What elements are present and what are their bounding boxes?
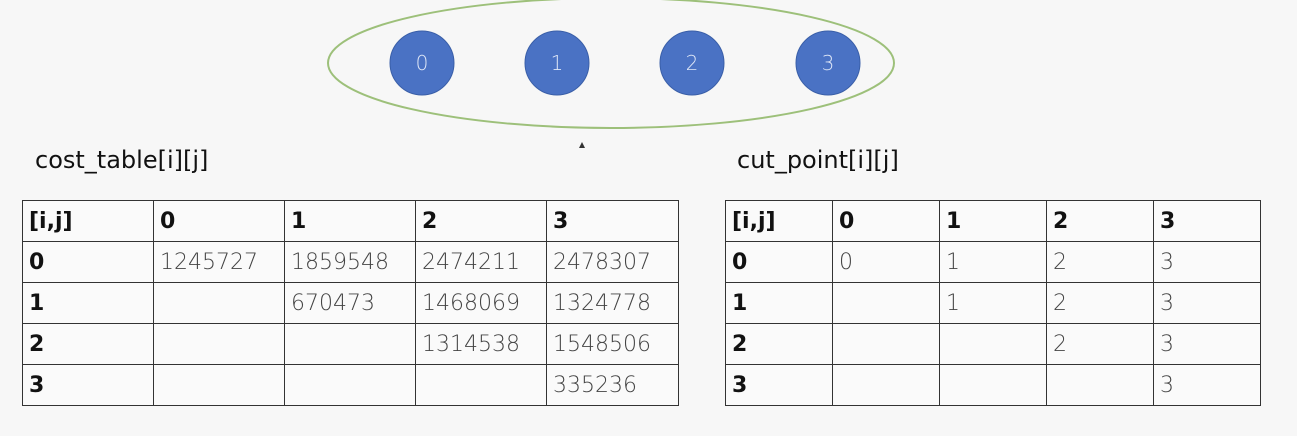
row-index-cell: 0 <box>22 241 154 283</box>
table-header-cell: 1 <box>939 200 1047 242</box>
table-cell <box>284 323 416 365</box>
table-header-cell: 0 <box>153 200 285 242</box>
node-label: 0 <box>416 51 429 75</box>
table-cell: 1245727 <box>153 241 285 283</box>
table-row: 2 1314538 1548506 <box>22 323 679 365</box>
node-label: 1 <box>551 51 564 75</box>
row-index-cell: 2 <box>22 323 154 365</box>
table-header-cell: 1 <box>284 200 416 242</box>
table-row: 0 0 1 2 3 <box>725 241 1261 283</box>
table-cell <box>153 364 285 406</box>
table-cell: 1548506 <box>546 323 679 365</box>
node-0: 0 <box>389 30 455 96</box>
cost-table: [i,j] 0 1 2 3 0 1245727 1859548 2474211 … <box>22 200 679 406</box>
row-index-cell: 1 <box>22 282 154 324</box>
row-index-cell: 3 <box>725 364 833 406</box>
table-cell: 1314538 <box>415 323 547 365</box>
node-label: 3 <box>822 51 835 75</box>
node-3: 3 <box>795 30 861 96</box>
table-cell <box>415 364 547 406</box>
cut-point-table: [i,j] 0 1 2 3 0 0 1 2 3 1 1 2 3 2 <box>725 200 1261 406</box>
table-cell: 670473 <box>284 282 416 324</box>
node-2: 2 <box>659 30 725 96</box>
table-row: 0 1245727 1859548 2474211 2478307 <box>22 241 679 283</box>
node-group-diagram: 0 1 2 3 <box>327 0 895 129</box>
table-cell: 335236 <box>546 364 679 406</box>
table-header-row: [i,j] 0 1 2 3 <box>725 200 1261 242</box>
table-row: 1 670473 1468069 1324778 <box>22 282 679 324</box>
table-cell: 1468069 <box>415 282 547 324</box>
table-cell: 3 <box>1153 282 1261 324</box>
table-row: 1 1 2 3 <box>725 282 1261 324</box>
table-row: 2 2 3 <box>725 323 1261 365</box>
table-header-cell: [i,j] <box>725 200 833 242</box>
row-index-cell: 3 <box>22 364 154 406</box>
table-header-cell: 2 <box>415 200 547 242</box>
table-cell <box>939 364 1047 406</box>
cut-point-title: cut_point[i][j] <box>737 146 899 174</box>
table-cell: 1 <box>939 241 1047 283</box>
table-cell <box>153 282 285 324</box>
table-header-cell: 3 <box>1153 200 1261 242</box>
node-1: 1 <box>524 30 590 96</box>
table-cell: 2 <box>1046 241 1154 283</box>
table-cell <box>1046 364 1154 406</box>
table-cell <box>939 323 1047 365</box>
table-cell <box>832 323 940 365</box>
table-header-cell: 2 <box>1046 200 1154 242</box>
cost-table-title: cost_table[i][j] <box>35 146 209 174</box>
table-cell: 1324778 <box>546 282 679 324</box>
row-index-cell: 0 <box>725 241 833 283</box>
table-cell: 1 <box>939 282 1047 324</box>
table-header-row: [i,j] 0 1 2 3 <box>22 200 679 242</box>
table-cell: 3 <box>1153 323 1261 365</box>
table-cell <box>284 364 416 406</box>
table-cell: 2 <box>1046 282 1154 324</box>
node-label: 2 <box>686 51 699 75</box>
row-index-cell: 1 <box>725 282 833 324</box>
table-cell: 1859548 <box>284 241 416 283</box>
table-cell: 0 <box>832 241 940 283</box>
table-cell: 2 <box>1046 323 1154 365</box>
table-cell <box>832 364 940 406</box>
table-header-cell: 0 <box>832 200 940 242</box>
table-row: 3 335236 <box>22 364 679 406</box>
table-cell <box>832 282 940 324</box>
table-cell: 2478307 <box>546 241 679 283</box>
group-ellipse <box>327 0 895 129</box>
table-header-cell: [i,j] <box>22 200 154 242</box>
table-header-cell: 3 <box>546 200 679 242</box>
table-cell: 2474211 <box>415 241 547 283</box>
table-cell <box>153 323 285 365</box>
mouse-cursor-icon <box>579 142 585 148</box>
table-cell: 3 <box>1153 241 1261 283</box>
row-index-cell: 2 <box>725 323 833 365</box>
table-cell: 3 <box>1153 364 1261 406</box>
table-row: 3 3 <box>725 364 1261 406</box>
